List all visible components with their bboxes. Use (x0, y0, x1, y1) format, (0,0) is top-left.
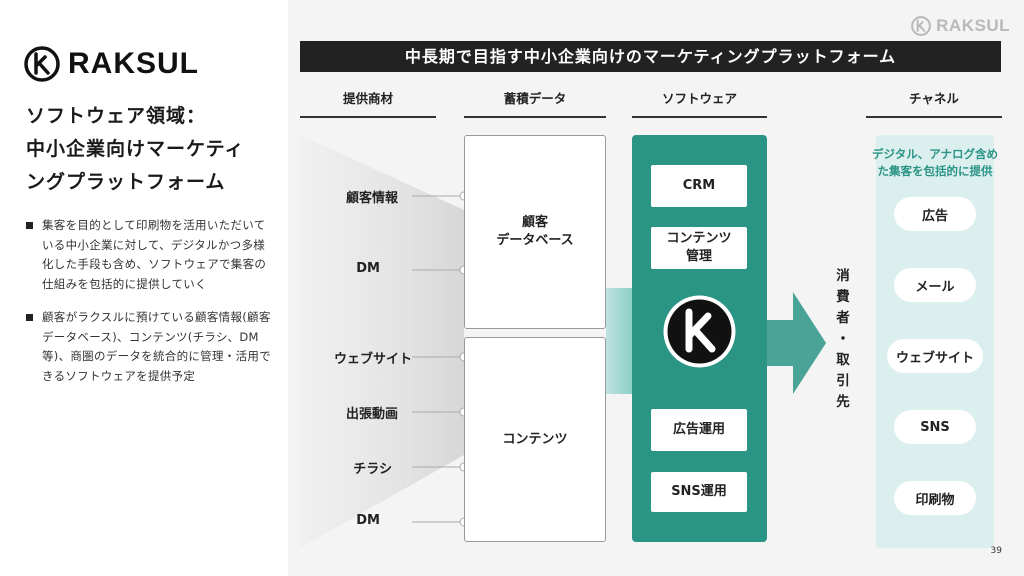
sns-operations-box: SNS運用 (651, 472, 747, 512)
channel-pill: メール (894, 268, 976, 302)
source-label: DM (356, 513, 380, 528)
title-line-1: ソフトウェア領域： (26, 105, 207, 127)
channel-note-line: デジタル、アナログ含め (871, 147, 999, 161)
vertical-char: ・ (836, 331, 850, 347)
box-label: 広告運用 (672, 422, 725, 437)
box-label: 顧客 (521, 215, 548, 230)
slide-title: ソフトウェア領域： 中小企業向けマーケティ ングプラットフォーム (26, 100, 276, 199)
source-label: チラシ (353, 462, 392, 477)
column-underline (866, 116, 1002, 118)
column-header-channels: チャネル (909, 91, 959, 106)
funnel-shape (300, 135, 464, 548)
bullet-list: 集客を目的として印刷物を活用いただいている中小企業に対して、デジタルかつ多様化し… (26, 216, 272, 400)
vertical-char: 消 (836, 268, 850, 284)
column-underline (464, 116, 606, 118)
box-label: 管理 (685, 249, 712, 264)
vertical-char: 者 (836, 310, 850, 326)
contents-management-box: コンテンツ 管理 (651, 227, 747, 269)
title-line-2: 中小企業向けマーケティ (26, 138, 245, 160)
column-header-sources: 提供商材 (342, 91, 393, 106)
channel-note: デジタル、アナログ含め た集客を包括的に提供 (862, 146, 1008, 180)
raksul-emblem-icon (663, 295, 736, 368)
customer-database-box: 顧客 データベース (464, 135, 606, 329)
vertical-char: 費 (836, 289, 850, 305)
box-label: データベース (496, 233, 574, 248)
diagram-panel: RAKSUL 中長期で目指す中小企業向けのマーケティングプラットフォーム 提供商… (288, 0, 1024, 576)
channel-pill: SNS (894, 410, 976, 444)
source-label: ウェブサイト (333, 352, 412, 367)
crm-box: CRM (651, 165, 747, 207)
source-label: 出張動画 (345, 407, 398, 422)
channel-note-line: た集客を包括的に提供 (877, 164, 993, 178)
raksul-logo-icon (24, 46, 60, 82)
source-connectors (412, 195, 460, 523)
contents-box: コンテンツ (464, 337, 606, 542)
diagram-banner: 中長期で目指す中小企業向けのマーケティングプラットフォーム (300, 41, 1001, 72)
data-to-software-band (606, 288, 632, 394)
vertical-char: 取 (836, 352, 850, 368)
box-label: CRM (682, 178, 716, 193)
page-number: 39 (990, 546, 1002, 556)
left-panel: RAKSUL ソフトウェア領域： 中小企業向けマーケティ ングプラットフォーム … (0, 0, 288, 576)
bullet-item: 集客を目的として印刷物を活用いただいている中小企業に対して、デジタルかつ多様化し… (26, 216, 272, 294)
column-header-data: 蓄積データ (503, 91, 567, 106)
title-line-3: ングプラットフォーム (26, 171, 226, 193)
channel-pill: ウェブサイト (887, 339, 983, 373)
box-label: コンテンツ (666, 231, 732, 246)
bullet-square-icon (26, 314, 33, 321)
bullet-text: 顧客がラクスルに預けている顧客情報(顧客データベース)、コンテンツ(チラシ、DM… (42, 310, 271, 383)
channel-pill: 印刷物 (894, 481, 976, 515)
corner-raksul-logo: RAKSUL (911, 16, 1010, 36)
raksul-logo-icon (911, 16, 932, 36)
box-label: SNS運用 (671, 484, 727, 499)
column-underline (300, 116, 436, 118)
bullet-text: 集客を目的として印刷物を活用いただいている中小企業に対して、デジタルかつ多様化し… (42, 218, 267, 291)
source-label: DM (356, 261, 380, 276)
column-underline (632, 116, 767, 118)
logo-text: RAKSUL (68, 47, 199, 80)
ad-operations-box: 広告運用 (651, 409, 747, 451)
column-header-software: ソフトウェア (661, 91, 737, 106)
box-label: コンテンツ (502, 431, 568, 447)
bullet-item: 顧客がラクスルに預けている顧客情報(顧客データベース)、コンテンツ(チラシ、DM… (26, 308, 272, 386)
corner-logo-text: RAKSUL (936, 16, 1010, 35)
vertical-char: 先 (836, 394, 850, 410)
channel-pill: 広告 (894, 197, 976, 231)
raksul-logo: RAKSUL (24, 46, 199, 82)
source-label: 顧客情報 (345, 191, 398, 206)
vertical-char: 引 (836, 373, 850, 389)
bullet-square-icon (26, 222, 33, 229)
consumer-vertical-label: 消 費 者 ・ 取 引 先 (832, 266, 854, 413)
flow-arrow (767, 292, 826, 394)
